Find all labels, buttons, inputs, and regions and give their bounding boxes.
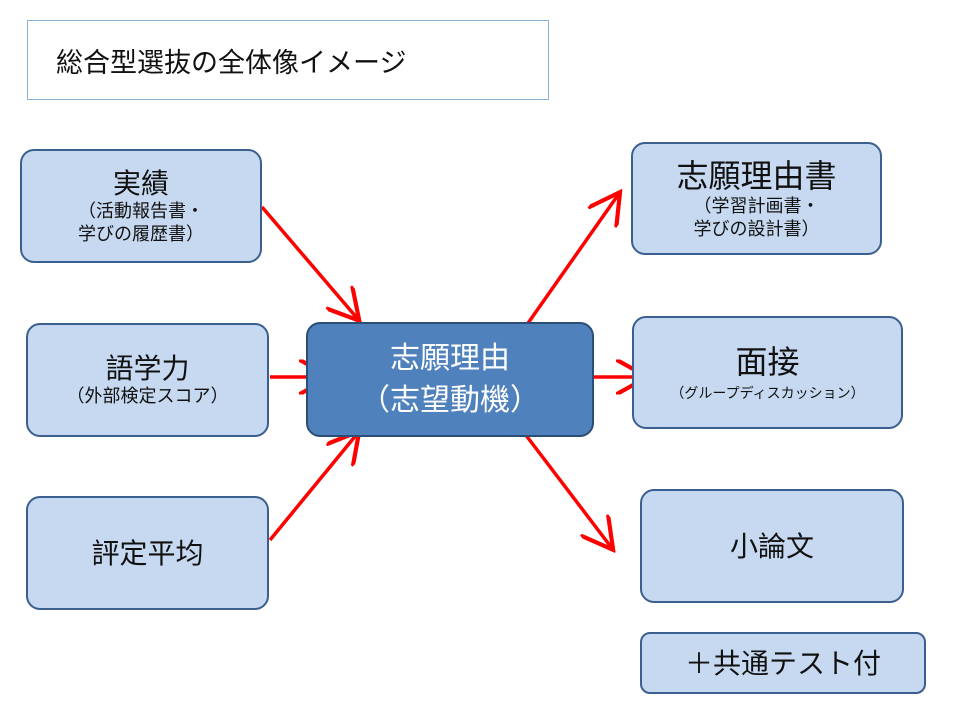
arrow-grades-to-center xyxy=(268,434,357,542)
node-statement-sub1: （学習計画書・ xyxy=(693,196,820,217)
node-achievement: 実績 （活動報告書・ 学びの履歴書） xyxy=(20,149,262,263)
node-statement-label: 志願理由書 xyxy=(676,157,837,195)
node-interview-sub: （グループディスカッション） xyxy=(670,385,865,402)
diagram-title-text: 総合型選抜の全体像イメージ xyxy=(56,47,407,79)
node-essay: 小論文 xyxy=(640,489,904,603)
node-language-label: 語学力 xyxy=(105,352,190,386)
node-statement-sub2: 学びの設計書） xyxy=(693,218,820,240)
arrow-center-to-essay xyxy=(520,428,611,547)
node-grades: 評定平均 xyxy=(26,496,269,610)
node-common-test: ＋共通テスト付 xyxy=(640,632,926,694)
node-language: 語学力 （外部検定スコア） xyxy=(26,323,269,437)
node-grades-label: 評定平均 xyxy=(91,536,204,570)
node-center-motivation: 志願理由 （志望動機） xyxy=(306,322,594,437)
node-common-test-label: ＋共通テスト付 xyxy=(684,646,881,680)
arrow-achievement-to-center xyxy=(260,205,357,318)
node-interview-label: 面接 xyxy=(735,342,800,381)
node-center-label: 志願理由 xyxy=(390,340,510,376)
arrow-center-to-statement xyxy=(524,195,618,328)
diagram-title: 総合型選抜の全体像イメージ xyxy=(27,20,549,100)
node-achievement-sub1: （活動報告書・ xyxy=(78,201,204,222)
node-statement: 志願理由書 （学習計画書・ 学びの設計書） xyxy=(631,142,882,255)
node-interview: 面接 （グループディスカッション） xyxy=(632,316,903,429)
node-center-sub: （志望動機） xyxy=(360,382,540,418)
node-achievement-label: 実績 xyxy=(112,167,169,200)
node-achievement-sub2: 学びの履歴書） xyxy=(78,223,204,245)
node-essay-label: 小論文 xyxy=(729,529,814,563)
node-language-sub: （外部検定スコア） xyxy=(66,386,229,408)
